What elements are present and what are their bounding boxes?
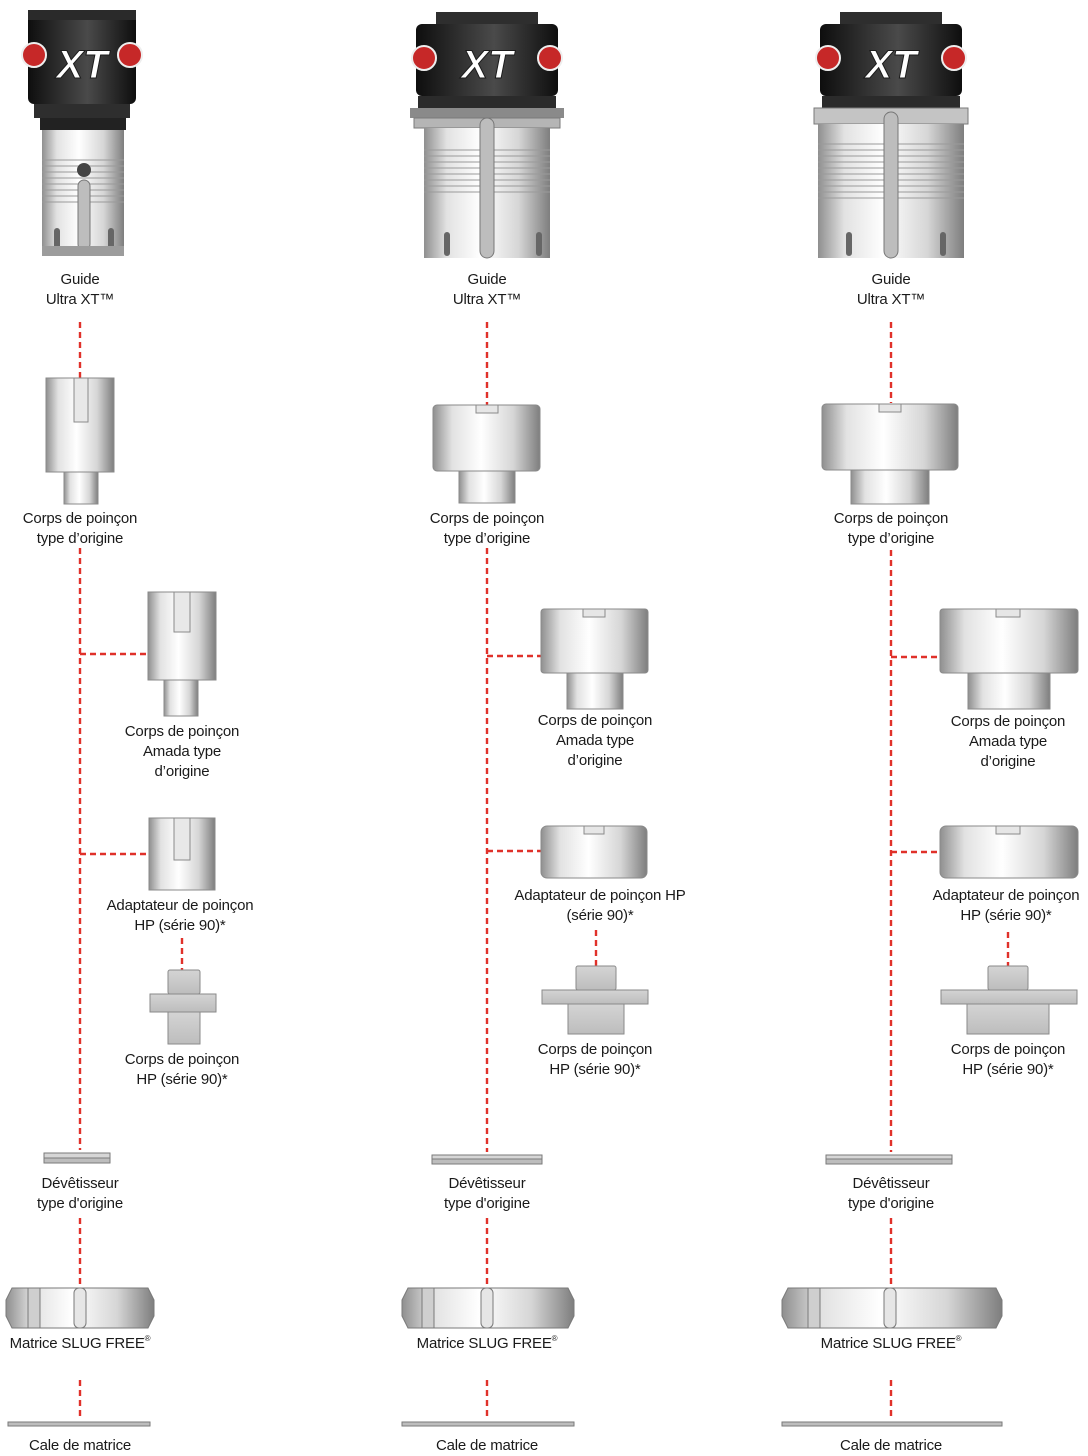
die-image-3 [782,1288,1002,1328]
globe-icon [538,46,562,70]
shim-image-1 [8,1422,150,1426]
guide-image-3: XT [814,12,968,258]
die-label-3: Matrice SLUG FREE® [821,1334,962,1354]
xt-logo: XT [459,43,516,87]
hp-body-image-3 [941,966,1077,1034]
hp-body-image-2 [542,966,648,1034]
punch-body-image-1 [46,378,114,504]
shim-label-3: Cale de matrice [840,1436,942,1456]
stripper-image-2 [432,1155,542,1164]
die-image-1 [6,1288,154,1328]
stripper-image-3 [826,1155,952,1164]
xt-logo: XT [863,43,920,87]
die-label-2: Matrice SLUG FREE® [417,1334,558,1354]
hp-adapter-image-2 [541,826,647,878]
guide-image-1: XT [22,10,142,256]
stripper-image-1 [44,1153,110,1163]
shim-label-2: Cale de matrice [436,1436,538,1456]
hp-adapter-image-1 [149,818,215,890]
hp-body-image-1 [150,970,216,1044]
globe-icon [816,46,840,70]
die-image-2 [402,1288,574,1328]
guide-image-2: XT [410,12,564,258]
amada-body-image-2 [541,609,648,709]
shim-image-2 [402,1422,574,1426]
amada-body-image-1 [148,592,216,716]
punch-body-image-3 [822,404,958,504]
globe-icon [412,46,436,70]
shim-label-1: Cale de matrice [29,1436,131,1456]
die-label-1: Matrice SLUG FREE® [10,1334,151,1354]
hp-adapter-image-3 [940,826,1078,878]
hp-adapter-label-2: Adaptateur de poinçon HP(série 90)* [514,886,685,926]
amada-body-image-3 [940,609,1078,709]
punch-body-image-2 [433,405,540,503]
xt-logo: XT [54,43,111,87]
globe-icon [22,43,46,67]
globe-icon [942,46,966,70]
shim-image-3 [782,1422,1002,1426]
globe-icon [118,43,142,67]
